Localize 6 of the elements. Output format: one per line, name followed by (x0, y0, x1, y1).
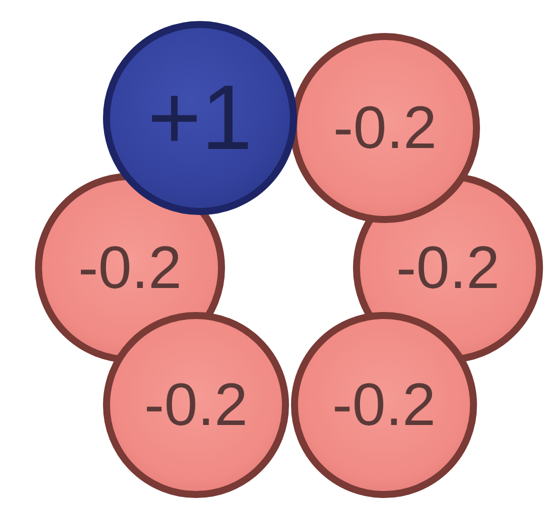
charge-value: -0.2 (333, 98, 437, 158)
charge-value: -0.2 (78, 238, 182, 298)
charge-value: +1 (148, 72, 252, 164)
charge-value: -0.2 (144, 375, 248, 435)
charge-value: -0.2 (332, 375, 436, 435)
charge-value: -0.2 (396, 238, 500, 298)
